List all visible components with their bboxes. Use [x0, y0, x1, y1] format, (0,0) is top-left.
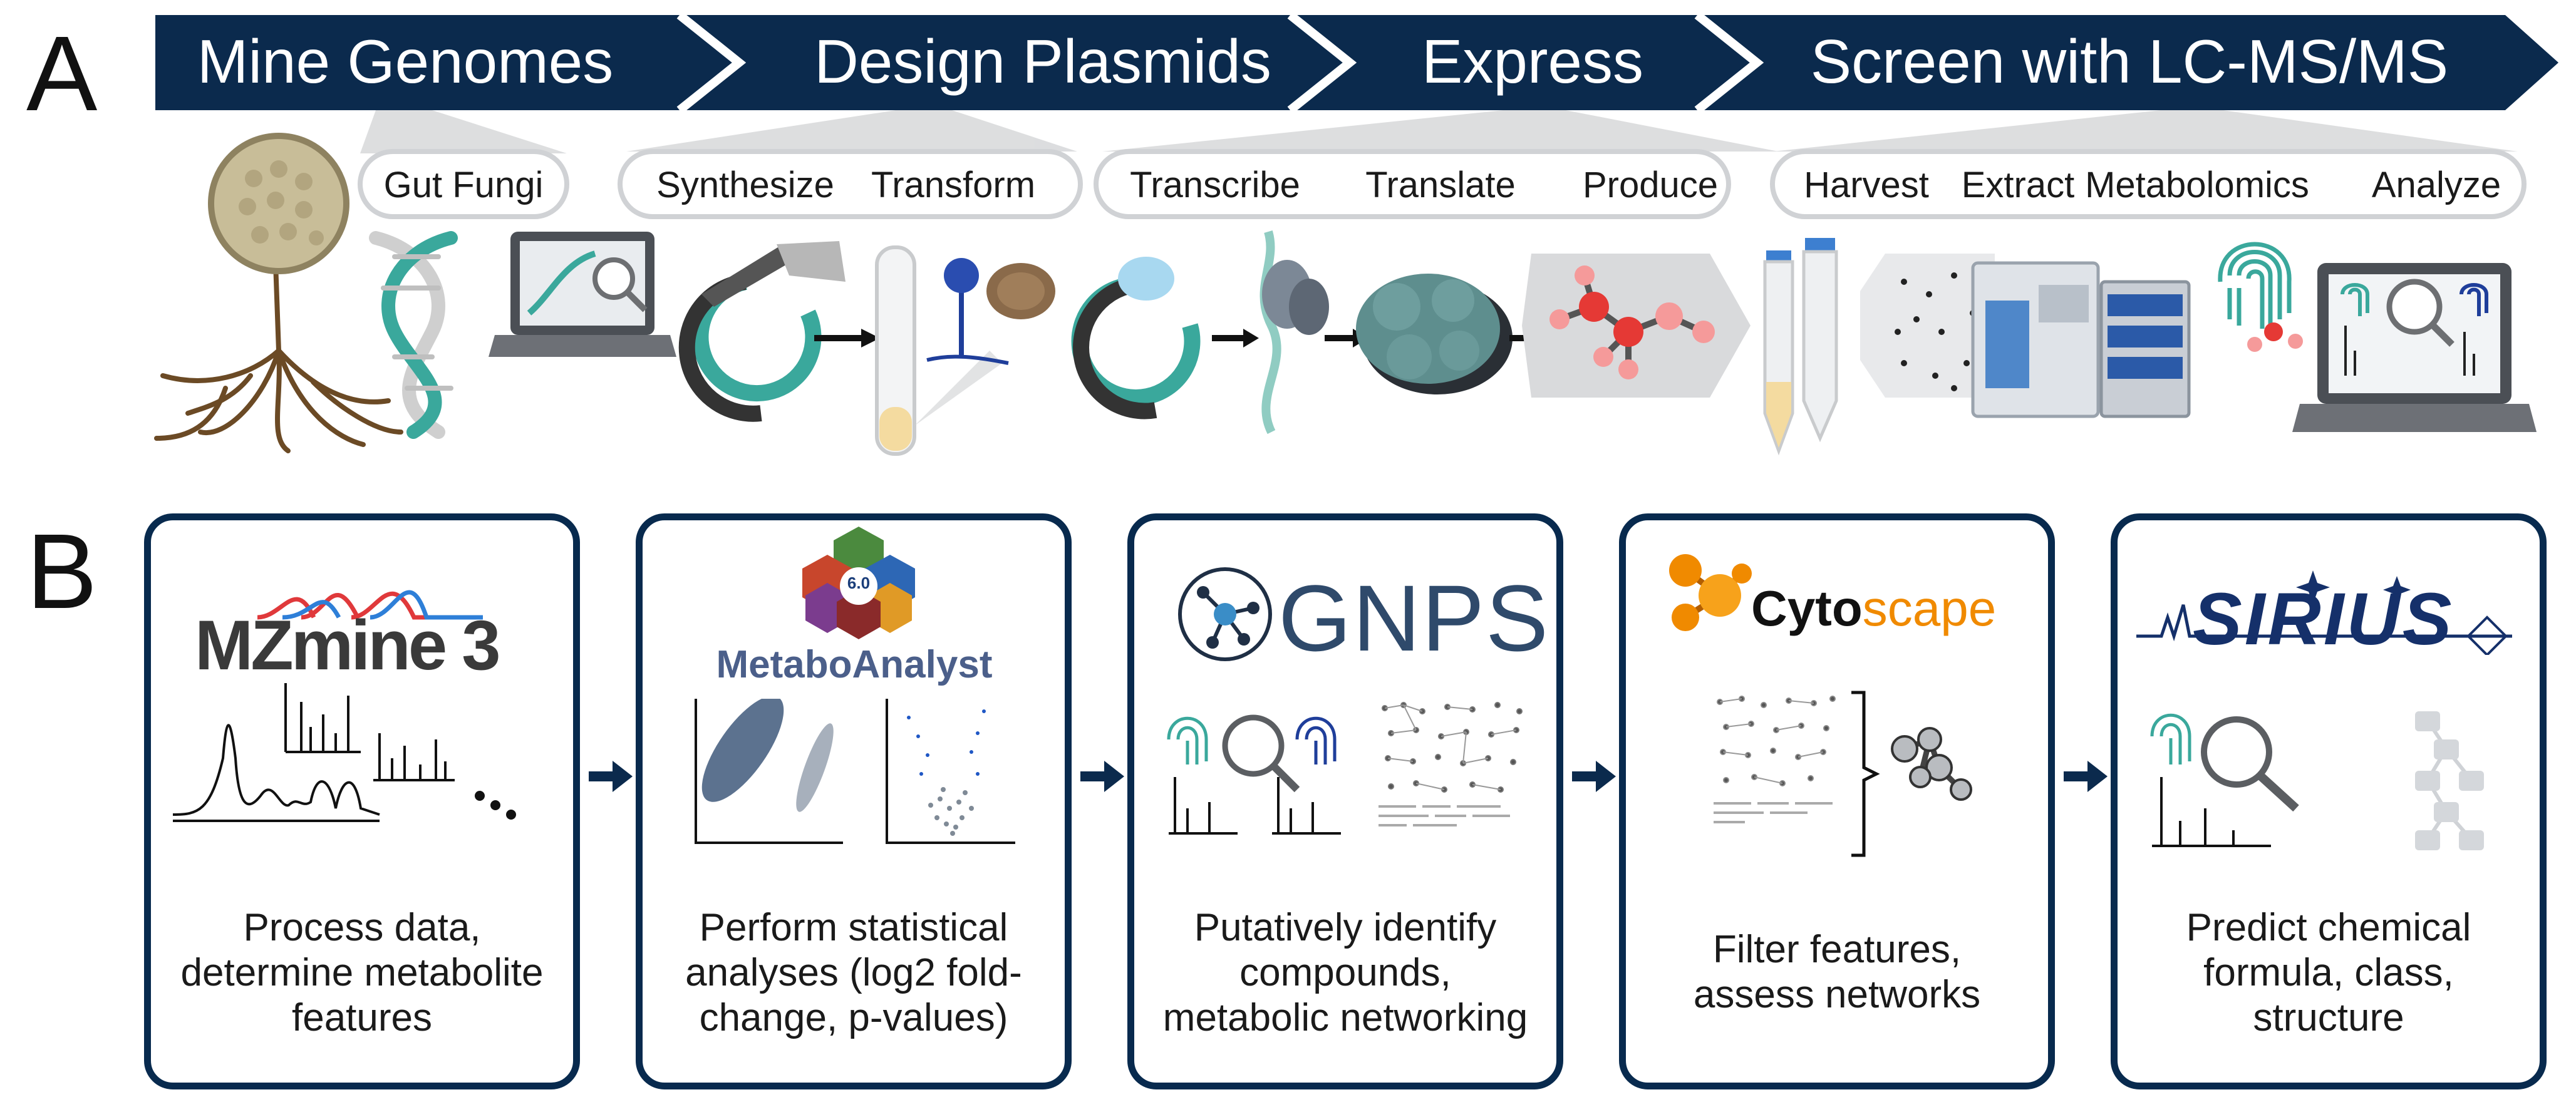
fungus-sporangium-icon: [154, 133, 403, 453]
dna-helix-icon: [369, 231, 458, 439]
cytoscape-logo: Cytoscape: [1751, 580, 1996, 637]
stage-title: Screen with LC-MS/MS: [1811, 27, 2448, 96]
step-label: Produce: [1583, 165, 1718, 205]
flow-arrow-icon: [2064, 761, 2108, 792]
fingerprint-icon: [2218, 242, 2292, 329]
flow-arrow-icon: [1080, 761, 1124, 792]
volcano-plot-icon: [886, 699, 1015, 844]
stage-banner: Mine Genomes Design Plasmids Express Scr…: [155, 11, 2558, 114]
metaboanalyst-version-badge: 6.0: [847, 574, 871, 592]
chromatogram-spectra-icon: [173, 683, 516, 822]
expression-plasmid-icon: [1071, 257, 1259, 420]
pca-plot-icon: [695, 699, 843, 844]
tool-card-gnps: GNPS: [1127, 513, 1563, 1089]
step-label: Translate: [1365, 165, 1516, 205]
lc-ms-instrument-icon: [1971, 261, 2191, 418]
spectral-match-icon: [1167, 714, 1341, 835]
metaboanalyst-logo: MetaboAnalyst: [716, 643, 993, 686]
metaboanalyst-hexagon-icon: [802, 527, 915, 639]
step-label: Transcribe: [1130, 165, 1300, 205]
gnps-network-icon: [1178, 567, 1272, 661]
cytoscape-logo-main: Cyto: [1751, 580, 1863, 636]
fungal-conidiophore-icon: [926, 258, 1055, 365]
step-pill-screen: [1770, 149, 2527, 219]
stage-title: Mine Genomes: [197, 27, 614, 96]
step-label: Transform: [871, 165, 1035, 205]
laptop-analysis-icon: [2292, 263, 2537, 432]
panel-label-a: A: [26, 14, 98, 133]
stage-title: Design Plasmids: [814, 27, 1271, 96]
tool-caption: Process data, determine metabolite featu…: [180, 906, 544, 1039]
tool-caption: Putatively identify compounds, metabolic…: [1162, 906, 1528, 1039]
formula-prediction-icon: [2150, 711, 2484, 850]
ribosome-translation-icon: [1260, 230, 1368, 435]
tool-card-cytoscape: Cytoscape: [1619, 513, 2055, 1089]
metabolite-molecule-icon: [1522, 254, 1751, 398]
flow-arrow-icon: [589, 761, 633, 792]
mzmine-peaks-icon: [257, 590, 483, 620]
step-label: Gut Fungi: [384, 165, 544, 205]
plasmid-synthesis-icon: [678, 241, 880, 422]
step-pill-express: [1094, 149, 1731, 219]
cytoscape-logo-icon: [1669, 554, 1752, 631]
flow-arrow-icon: [1572, 761, 1616, 792]
tool-caption: Perform statistical analyses (log2 fold-…: [685, 906, 1022, 1039]
step-label: Harvest: [1804, 165, 1929, 205]
tool-caption: Filter features, assess networks: [1693, 928, 1981, 1016]
sirius-spectrum-icon: [2136, 570, 2512, 655]
stage-chevron-express: [1290, 15, 1766, 110]
step-pill-gut-fungi: [358, 149, 569, 219]
stage-chevron-mine-genomes: [155, 15, 748, 110]
tool-card-mzmine: MZmine 3 Process data, determine metabol…: [144, 513, 580, 1089]
sirius-logo: SIRIUS: [2193, 578, 2454, 661]
culture-tubes-icon: [1763, 238, 1838, 456]
tool-caption: Predict chemical formula, class, structu…: [2186, 906, 2471, 1039]
panel-label-b: B: [26, 512, 98, 631]
tool-card-sirius: SIRIUS Predict chemical formula, class, …: [2111, 513, 2547, 1089]
gnps-logo: GNPS: [1278, 565, 1550, 671]
step-label: Extract: [1962, 165, 2075, 205]
stage-chevron-design-plasmids: [680, 15, 1359, 110]
step-label: Analyze: [2372, 165, 2501, 205]
network-filter-icon: [1714, 691, 1972, 857]
step-groups: Gut Fungi Synthesize Transform Transcrib…: [358, 149, 2527, 219]
cytoscape-logo-accent: scape: [1862, 580, 1997, 636]
laptop-dna-icon: [489, 232, 676, 357]
mzmine-logo: MZmine 3: [195, 606, 501, 684]
stage-title: Express: [1422, 27, 1643, 96]
molecular-network-icon: [1379, 702, 1523, 826]
step-label: Metabolomics: [2085, 165, 2309, 205]
step-pill-design: [618, 149, 1083, 219]
step-label: Synthesize: [656, 165, 834, 205]
tool-card-metaboanalyst: 6.0 MetaboAnalyst Perform statistical an…: [636, 513, 1072, 1089]
workflow-panel: Mine Genomes Design Plasmids Express Scr…: [154, 11, 2558, 456]
test-tube-icon: [875, 245, 1002, 456]
stage-chevron-screen: [1697, 15, 2558, 110]
